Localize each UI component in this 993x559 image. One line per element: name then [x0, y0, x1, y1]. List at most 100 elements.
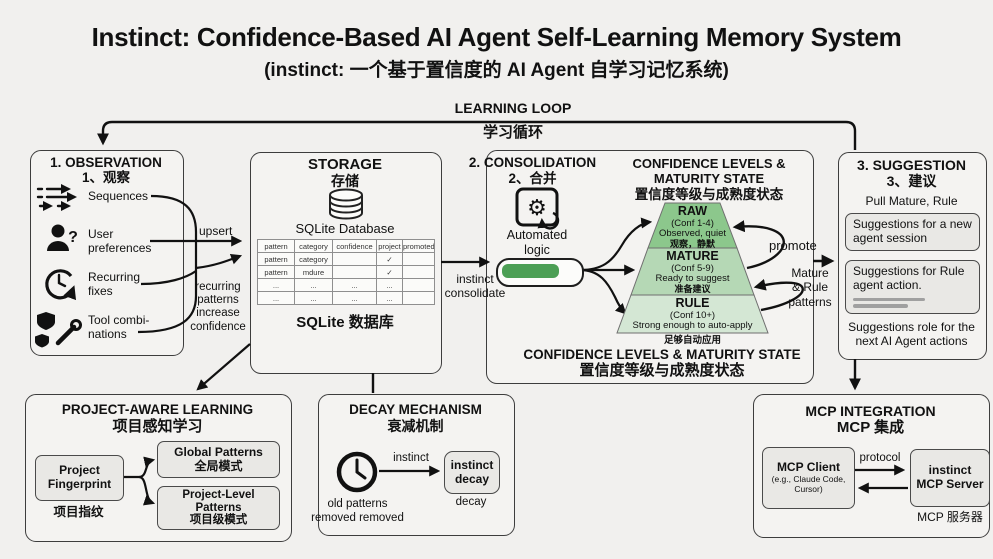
table-row: ... ... ... ...	[257, 291, 435, 305]
suggestion-card-text: Suggestions for Rule agent action.	[853, 264, 965, 292]
page-title: Instinct: Confidence-Based AI Agent Self…	[91, 22, 902, 52]
project-learning-title-zh: 项目感知学习	[112, 418, 203, 435]
consolidation-title: 2. CONSOLIDATION	[468, 155, 597, 170]
instinct-decay-card: instinct decay	[444, 451, 500, 494]
cell: ...	[257, 278, 295, 292]
automated-logic-label: Automated logic	[506, 228, 568, 257]
table-row: pattern mdure ✓	[257, 265, 435, 279]
cell: ...	[376, 291, 403, 305]
promote-label: promote	[769, 238, 817, 253]
protocol-label: protocol	[859, 452, 901, 464]
confidence-footer-zh: 置信度等级与成熟度状态	[579, 362, 745, 379]
level-name: RULE	[675, 296, 710, 310]
page-subtitle: (instinct: 一个基于置信度的 AI Agent 自学习记忆系统)	[264, 60, 729, 81]
cell	[402, 252, 435, 266]
learning-loop-label-zh: 学习循环	[482, 124, 543, 141]
progress-bar	[496, 258, 584, 287]
level-name: RAW	[677, 204, 708, 218]
cell	[332, 265, 377, 279]
mcp-client-card: MCP Client (e.g., Claude Code, Cursor)	[762, 447, 855, 509]
decay-title: DECAY MECHANISM	[349, 402, 482, 417]
confidence-footer: CONFIDENCE LEVELS & MATURITY STATE	[523, 347, 801, 362]
level-name: MATURE	[666, 249, 719, 263]
cell: pattern	[257, 252, 295, 266]
consolidation-title-zh: 2、合并	[508, 171, 557, 186]
storage-title-zh: 存储	[331, 173, 359, 189]
level-desc: Strong enough to auto-apply	[632, 320, 753, 332]
pull-mature-rule-label: Pull Mature, Rule	[865, 194, 958, 208]
observation-item-label: Sequences	[88, 189, 149, 203]
cell	[402, 291, 435, 305]
instinct-arrow-label: instinct	[393, 452, 429, 464]
cell: ...	[376, 278, 403, 292]
recurring-confidence-arrow	[195, 254, 243, 270]
level-desc-zh: 准备建议	[674, 283, 711, 294]
mcp-client-sub: (e.g., Claude Code, Cursor)	[771, 474, 846, 494]
instinct-consolidate-label: instinct consolidate	[444, 272, 506, 301]
observation-item-label: Recurring fixes	[88, 270, 141, 299]
suggestion-title-zh: 3、建议	[886, 173, 937, 189]
suggestion-footer: Suggestions role for the next AI Agent a…	[848, 320, 975, 349]
project-patterns-label: Project-Level Patterns 项目级模式	[182, 489, 255, 527]
observation-item-label: User preferences	[88, 227, 152, 256]
cell-check: ✓	[376, 265, 403, 279]
pyramid-mature-text: MATURE (Conf 5-9) Ready to suggest 准备建议	[600, 249, 785, 295]
table-row: ... ... ... ...	[257, 278, 435, 292]
pyramid-title: CONFIDENCE LEVELS & MATURITY STATE	[632, 156, 786, 187]
mcp-title: MCP INTEGRATION	[805, 403, 936, 419]
instinct-decay-label: instinct decay	[450, 457, 494, 486]
cell: ...	[332, 278, 377, 292]
col-header: confidence	[332, 239, 377, 253]
table-row: pattern category ✓	[257, 252, 435, 266]
suggestion-card-new-session: Suggestions for a new agent session	[845, 213, 980, 251]
upsert-label: upsert	[199, 224, 233, 238]
table-header-row: pattern category confidence project prom…	[257, 239, 435, 253]
observation-title: 1. OBSERVATION	[50, 155, 162, 170]
progress-bar-fill	[502, 264, 559, 278]
pyramid-rule-text: RULE (Conf 10+) Strong enough to auto-ap…	[600, 296, 785, 332]
cell: mdure	[294, 265, 333, 279]
global-patterns-label: Global Patterns 全局模式	[174, 444, 263, 473]
observation-item-label: Tool combi- nations	[88, 313, 150, 342]
global-patterns-card: Global Patterns 全局模式	[157, 441, 280, 478]
rule-note-zh: 足够自动应用	[663, 335, 721, 346]
mcp-server-card: instinct MCP Server	[910, 449, 990, 507]
mcp-server-caption: MCP 服务器	[917, 510, 983, 524]
project-fingerprint-label: Project Fingerprint	[47, 463, 112, 491]
cell: ...	[294, 278, 333, 292]
project-fingerprint-card: Project Fingerprint	[35, 455, 124, 501]
suggestion-panel	[838, 152, 987, 360]
suggestion-card-rule-action: Suggestions for Rule agent action.	[845, 260, 980, 314]
cell	[332, 252, 377, 266]
decay-title-zh: 衰减机制	[387, 418, 444, 434]
decay-caption: decay	[455, 496, 487, 508]
sqlite-db-label-zh: SQLite 数据库	[296, 314, 394, 331]
cell: pattern	[257, 265, 295, 279]
cell: ...	[294, 291, 333, 305]
placeholder-bar	[853, 304, 908, 308]
mcp-server-label: instinct MCP Server	[916, 463, 984, 491]
cell-check: ✓	[376, 252, 403, 266]
suggestion-card-text: Suggestions for a new agent session	[853, 217, 972, 245]
pyramid-raw-text: RAW (Conf 1-4) Observed, quiet 观察，静默	[600, 204, 785, 250]
mature-rule-label: Mature & Rule patterns	[788, 266, 832, 309]
mcp-client-label: MCP Client	[776, 460, 841, 475]
sqlite-db-label: SQLite Database	[295, 221, 395, 236]
cell: ...	[332, 291, 377, 305]
mcp-title-zh: MCP 集成	[836, 419, 905, 436]
cell: category	[294, 252, 333, 266]
placeholder-bar	[853, 297, 925, 302]
cell	[402, 278, 435, 292]
cell: ...	[257, 291, 295, 305]
pyramid-title-zh: 置信度等级与成熟度状态	[634, 187, 784, 202]
learning-loop-label: LEARNING LOOP	[454, 100, 572, 116]
clock-caption: old patterns removed removed	[311, 498, 404, 524]
recurring-note: recurring patterns increase confidence	[190, 281, 246, 333]
col-header: project	[376, 239, 403, 253]
storage-title: STORAGE	[308, 156, 382, 173]
project-learning-title: PROJECT-AWARE LEARNING	[61, 402, 254, 417]
col-header: promoted	[402, 239, 435, 253]
project-fingerprint-label-zh: 项目指纹	[53, 505, 104, 519]
to-project-learning-arrow	[196, 343, 251, 391]
